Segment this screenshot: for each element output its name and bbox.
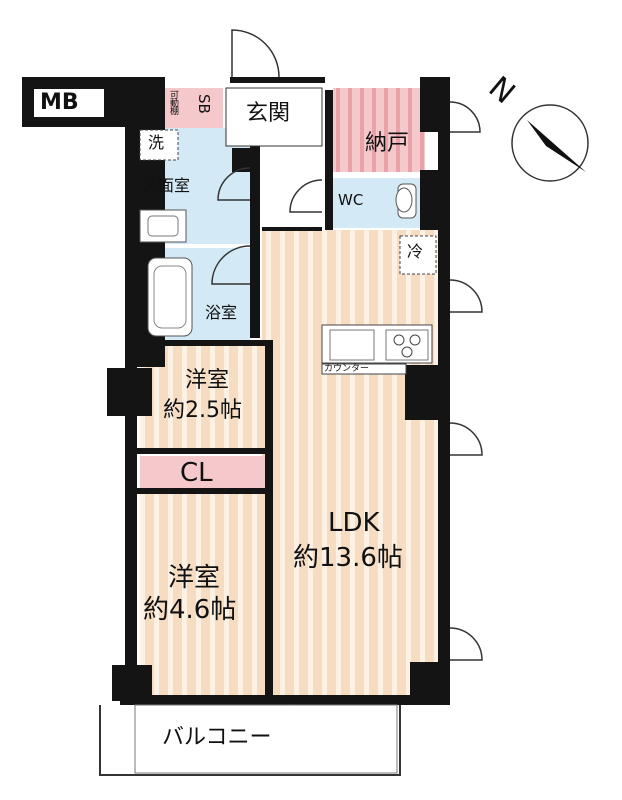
bathtub: [147, 257, 193, 337]
nando-label: 納戸: [365, 131, 410, 156]
western1-size: 約2.5帖: [163, 398, 242, 423]
cl-floor: [140, 456, 270, 488]
sb-label: SB: [195, 94, 213, 114]
wc-label: WC: [338, 191, 364, 209]
mb-box: [32, 87, 106, 119]
mb-label: MB: [40, 90, 79, 115]
western1-name: 洋室: [185, 368, 230, 393]
washer-symbol: [139, 129, 179, 161]
washroom-label: 洗面室: [142, 176, 191, 195]
counter-strip: [321, 363, 407, 375]
cl-label: CL: [180, 458, 213, 488]
fridge-space: [399, 235, 437, 275]
fridge-label: 冷: [407, 242, 424, 261]
balcony-label: バルコニー: [162, 725, 272, 750]
nando-floor: [333, 88, 425, 172]
counter-label: カウンター: [324, 364, 370, 374]
western2-size: 約4.6帖: [143, 595, 237, 625]
movable-shelf-label: 可動棚: [168, 90, 178, 114]
balcony-outline: [99, 705, 401, 776]
western2-name: 洋室: [168, 563, 221, 593]
washer-label: 洗: [148, 133, 165, 152]
wash-sink: [139, 209, 187, 243]
western2-floor: [140, 493, 270, 698]
ldk-name: LDK: [328, 508, 380, 538]
genkan-label: 玄関: [246, 101, 291, 126]
hall-floor: [262, 175, 324, 227]
genkan-floor: [225, 87, 323, 147]
bath-label: 浴室: [205, 303, 238, 322]
compass-icon: [511, 104, 589, 182]
ldk-size: 約13.6帖: [293, 543, 403, 573]
